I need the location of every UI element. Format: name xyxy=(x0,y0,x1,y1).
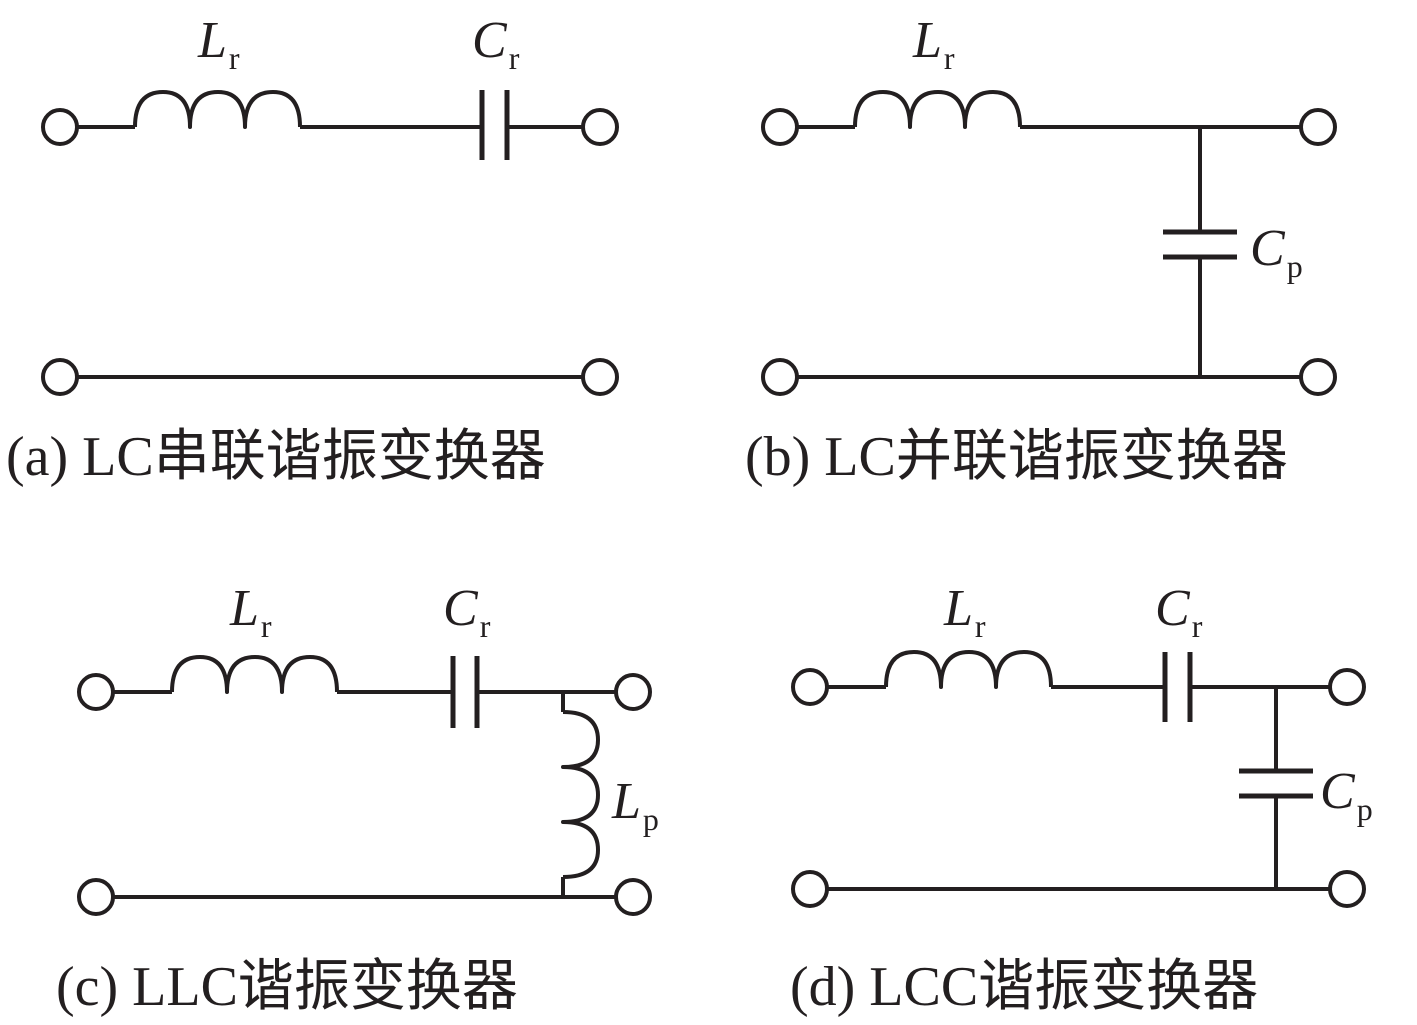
panel-d-terminal-bottom-left xyxy=(791,870,829,908)
panel-d-terminal-top-left xyxy=(791,668,829,706)
panel-d-caption: (d) LCC谐振变换器 xyxy=(790,956,1258,1018)
panel-c: Lr Cr Lp (c) LLC谐振变换器 xyxy=(56,580,659,1018)
panel-c-terminal-bottom-right xyxy=(614,878,652,916)
panel-a-label-cr: Cr xyxy=(472,12,520,76)
panel-c-caption: (c) LLC谐振变换器 xyxy=(56,956,518,1018)
panel-b-terminal-bottom-right xyxy=(1299,358,1337,396)
panel-c-label-lp: Lp xyxy=(611,773,659,837)
panel-b-caption: (b) LC并联谐振变换器 xyxy=(745,426,1288,488)
panel-a-terminal-bottom-left xyxy=(41,358,79,396)
panel-a: Lr Cr (a) LC串联谐振变换器 xyxy=(6,12,619,488)
panel-b-terminal-top-left xyxy=(761,108,799,146)
panel-b-inductor-lr xyxy=(853,90,1022,129)
panel-a-terminal-top-left xyxy=(41,108,79,146)
panel-a-terminal-bottom-right xyxy=(581,358,619,396)
panel-a-inductor-lr xyxy=(133,90,302,129)
panel-a-label-lr: Lr xyxy=(197,12,240,76)
panel-c-terminal-top-right xyxy=(614,673,652,711)
panel-b-terminal-bottom-left xyxy=(761,358,799,396)
panel-b-label-cp: Cp xyxy=(1250,220,1303,284)
panel-b-terminal-top-right xyxy=(1299,108,1337,146)
panel-c-inductor-lr xyxy=(170,655,339,694)
panel-d-label-cp: Cp xyxy=(1320,763,1373,827)
panel-c-terminal-bottom-left xyxy=(77,878,115,916)
panel-c-inductor-lp xyxy=(561,710,600,879)
panel-c-terminal-top-left xyxy=(77,673,115,711)
panel-d-label-lr: Lr xyxy=(943,580,986,644)
panel-a-caption: (a) LC串联谐振变换器 xyxy=(6,426,546,488)
panel-d-inductor-lr xyxy=(884,650,1053,689)
panel-d-terminal-top-right xyxy=(1328,668,1366,706)
panel-c-label-lr: Lr xyxy=(229,580,272,644)
panel-d-label-cr: Cr xyxy=(1155,580,1203,644)
panel-d: Lr Cr Cp (d) LCC谐振变换器 xyxy=(790,580,1373,1018)
panel-b-label-lr: Lr xyxy=(912,12,955,76)
panel-a-terminal-top-right xyxy=(581,108,619,146)
panel-d-terminal-bottom-right xyxy=(1328,870,1366,908)
panel-c-label-cr: Cr xyxy=(443,580,491,644)
panel-b: Lr Cp (b) LC并联谐振变换器 xyxy=(745,12,1337,488)
